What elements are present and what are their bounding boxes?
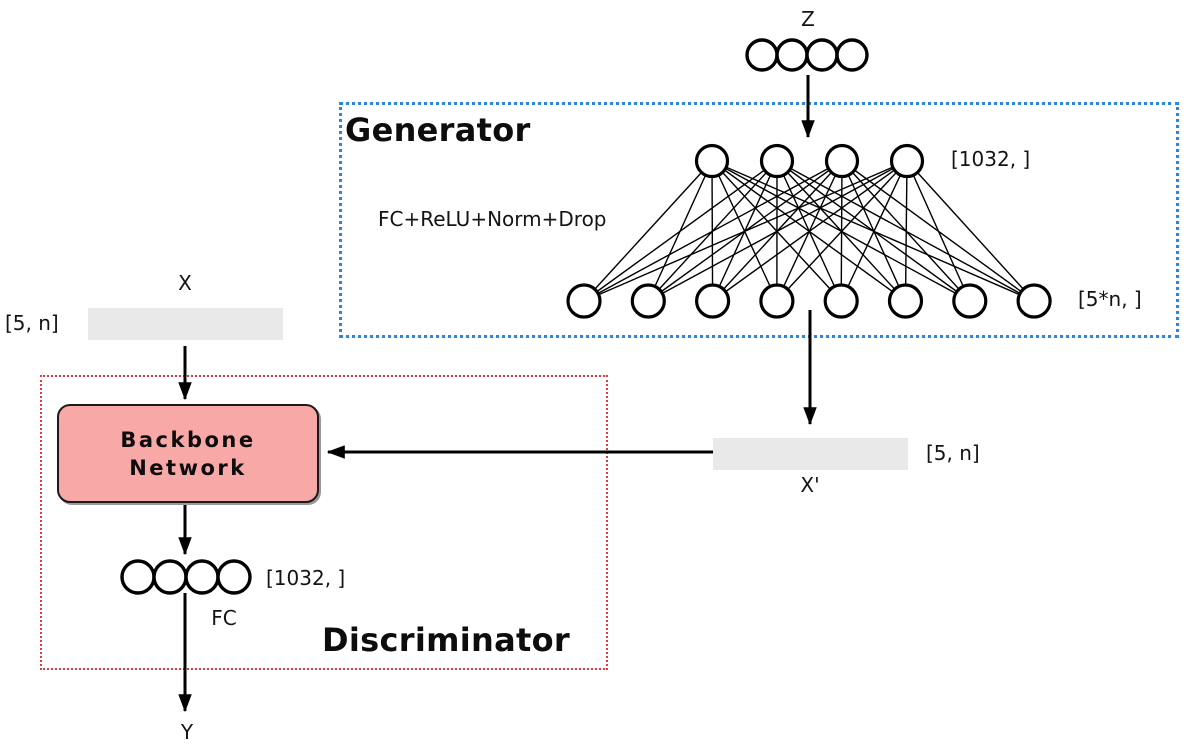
generator-edge	[647, 160, 908, 302]
x-prime-data-bar	[713, 438, 908, 470]
generator-edge	[840, 160, 908, 302]
generator-fc-edges	[583, 160, 1035, 302]
generator-hidden-unit-circle	[694, 143, 730, 179]
x-label: X	[178, 271, 192, 295]
latent-units-row	[745, 38, 869, 72]
generator-output-unit-circle	[952, 283, 988, 319]
fc-label: FC	[211, 606, 237, 630]
generator-hidden-unit-circle	[759, 143, 795, 179]
generator-hidden-unit-circle	[889, 143, 925, 179]
y-output-label: Y	[180, 720, 194, 744]
generator-edge	[583, 160, 908, 302]
generator-edge	[583, 160, 713, 302]
discriminator-feature-unit-circle	[216, 559, 252, 595]
generator-edge	[906, 160, 971, 302]
generator-edge	[712, 160, 908, 302]
generator-hidden-unit-circle	[824, 143, 860, 179]
generator-edge	[583, 160, 778, 302]
x-prime-shape-label: [5, n]	[926, 441, 980, 465]
x-prime-label: X'	[800, 473, 820, 497]
latent-label: Z	[801, 7, 815, 31]
discriminator-feature-unit-circle	[152, 559, 188, 595]
latent-unit-circle	[745, 38, 779, 72]
generator-output-unit-circle	[1016, 283, 1052, 319]
generator-title: Generator	[345, 111, 531, 149]
latent-unit-circle	[775, 38, 809, 72]
generator-edge	[906, 160, 1035, 302]
latent-unit-circle	[835, 38, 869, 72]
backbone-label-line2: Network	[129, 455, 247, 480]
generator-output-shape-label: [5*n, ]	[1078, 287, 1142, 311]
generator-hidden-shape-label: [1032, ]	[951, 147, 1031, 171]
backbone-label-line1: Backbone	[120, 427, 256, 452]
generator-output-unit-circle	[759, 283, 795, 319]
discriminator-feature-unit-circle	[120, 559, 156, 595]
generator-edge	[583, 160, 843, 302]
discriminator-region-box	[40, 375, 608, 670]
generator-output-unit-circle	[694, 283, 731, 319]
generator-output-layer-row	[566, 283, 1052, 319]
generator-region-box	[339, 102, 1179, 338]
generator-edge	[904, 160, 908, 302]
generator-hidden-layer-row	[694, 143, 925, 179]
latent-unit-circle	[805, 38, 839, 72]
x-shape-label: [5, n]	[5, 311, 59, 335]
discriminator-feature-units-row	[120, 559, 252, 595]
discriminator-title: Discriminator	[322, 621, 570, 659]
discriminator-feature-unit-circle	[184, 559, 220, 595]
discriminator-feature-shape-label: [1032, ]	[266, 566, 346, 590]
x-data-bar	[88, 308, 283, 340]
generator-output-unit-circle	[630, 283, 666, 319]
backbone-network-box: Backbone Network	[57, 404, 319, 503]
generator-layer-label: FC+ReLU+Norm+Drop	[378, 207, 607, 231]
generator-output-unit-circle	[823, 283, 859, 319]
generator-output-unit-circle	[887, 283, 924, 319]
generator-output-unit-circle	[566, 283, 602, 319]
generator-edge	[776, 160, 908, 302]
